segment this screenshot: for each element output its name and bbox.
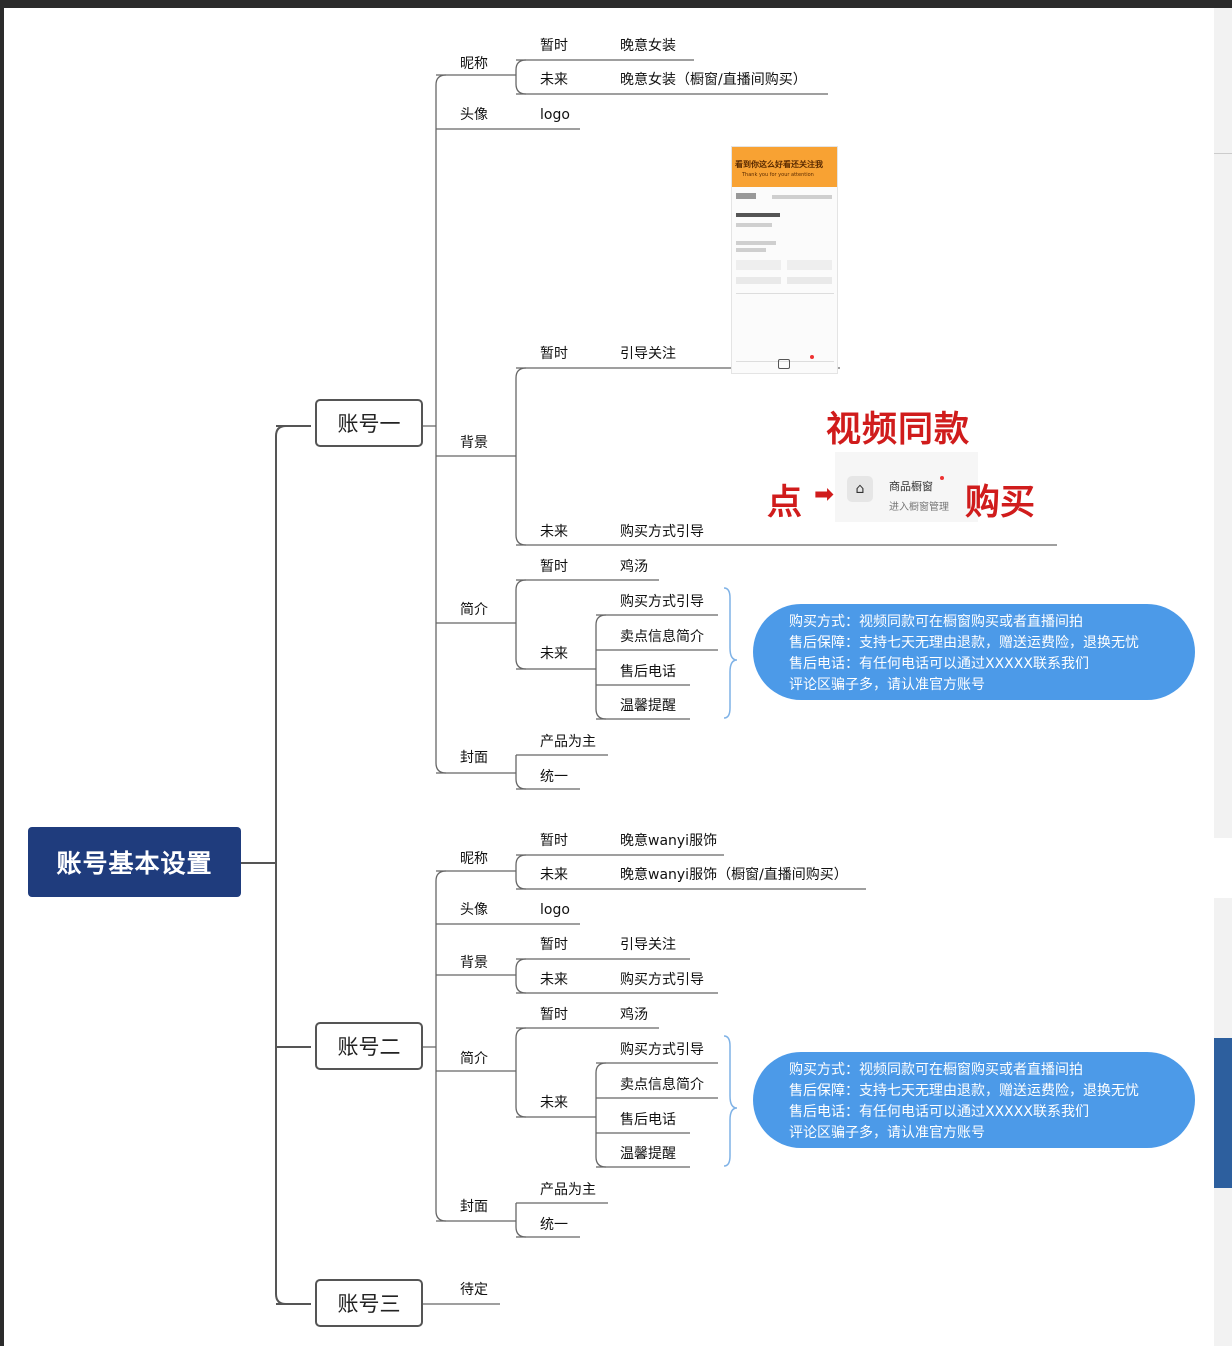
phone-banner: 看到你这么好看还关注我 Thank you for your attention	[732, 147, 837, 187]
a1-cover-label[interactable]: 封面	[460, 750, 488, 766]
a2-bg-future-label[interactable]: 未来	[540, 972, 568, 988]
phone-banner-subtext: Thank you for your attention	[742, 172, 814, 178]
a2-bg-future-value[interactable]: 购买方式引导	[620, 972, 704, 988]
a1-cover-item[interactable]: 产品为主	[540, 734, 596, 750]
profile-screenshot-image: 看到你这么好看还关注我 Thank you for your attention	[731, 146, 838, 374]
a1-bg-now-label[interactable]: 暂时	[540, 346, 568, 362]
a1-cover-item[interactable]: 统一	[540, 769, 568, 785]
right-arrow-icon: ➡	[814, 480, 835, 508]
a2-cover-label[interactable]: 封面	[460, 1199, 488, 1215]
a1-bg-future-value[interactable]: 购买方式引导	[620, 524, 704, 540]
a2-intro-item[interactable]: 售后电话	[620, 1112, 676, 1128]
a1-avatar-value[interactable]: logo	[540, 107, 570, 123]
a1-intro-label[interactable]: 简介	[460, 602, 488, 618]
note-line: 售后保障：支持七天无理由退款，赠送运费险，退换无忧	[789, 1083, 1139, 1099]
video-same-headline: 视频同款	[826, 410, 971, 450]
a2-avatar-value[interactable]: logo	[540, 902, 570, 918]
phone-banner-text: 看到你这么好看还关注我	[735, 160, 823, 169]
note-line: 售后电话：有任何电话可以通过XXXXX联系我们	[789, 656, 1089, 672]
a1-nick-future-value[interactable]: 晚意女装（橱窗/直播间购买）	[620, 72, 807, 88]
buy-text: 购买	[965, 483, 1036, 523]
a2-background-label[interactable]: 背景	[460, 955, 488, 971]
a2-cover-item[interactable]: 统一	[540, 1217, 568, 1233]
note-line: 评论区骗子多，请认准官方账号	[789, 1125, 985, 1141]
a2-intro-item[interactable]: 卖点信息简介	[620, 1077, 704, 1093]
shop-window-subtitle: 进入橱窗管理	[889, 502, 949, 513]
a1-nick-now-label[interactable]: 暂时	[540, 38, 568, 54]
note-line: 评论区骗子多，请认准官方账号	[789, 677, 985, 693]
a2-intro-now-label[interactable]: 暂时	[540, 1007, 568, 1023]
a1-intro-item[interactable]: 售后电话	[620, 664, 676, 680]
note-line: 售后电话：有任何电话可以通过XXXXX联系我们	[789, 1104, 1089, 1120]
notification-dot-icon	[940, 476, 944, 480]
connector-lines	[241, 59, 1057, 1305]
a2-intro-future-label[interactable]: 未来	[540, 1095, 568, 1111]
note-line: 售后保障：支持七天无理由退款，赠送运费险，退换无忧	[789, 635, 1139, 651]
a1-intro-item[interactable]: 卖点信息简介	[620, 629, 704, 645]
a1-intro-future-label[interactable]: 未来	[540, 646, 568, 662]
a1-bg-future-label[interactable]: 未来	[540, 524, 568, 540]
a2-intro-label[interactable]: 简介	[460, 1051, 488, 1067]
click-text: 点	[767, 483, 803, 523]
a1-intro-now-value[interactable]: 鸡汤	[620, 559, 648, 575]
account-two-node[interactable]: 账号二	[315, 1022, 423, 1070]
a1-intro-note-callout: 购买方式：视频同款可在橱窗购买或者直播间拍 售后保障：支持七天无理由退款，赠送运…	[753, 604, 1195, 700]
shop-window-icon: ⌂	[847, 476, 873, 502]
a1-nickname-label[interactable]: 昵称	[460, 56, 488, 72]
note-line: 购买方式：视频同款可在橱窗购买或者直播间拍	[789, 1062, 1083, 1078]
mindmap-canvas: 账号基本设置 账号一 账号二 账号三 昵称 暂时 晚意女装 未来 晚意女装（橱窗…	[4, 8, 1214, 1346]
note-line: 购买方式：视频同款可在橱窗购买或者直播间拍	[789, 614, 1083, 630]
a2-avatar-label[interactable]: 头像	[460, 902, 488, 918]
account-one-node[interactable]: 账号一	[315, 399, 423, 447]
a1-background-label[interactable]: 背景	[460, 435, 488, 451]
a2-nickname-label[interactable]: 昵称	[460, 851, 488, 867]
a2-nick-future-value[interactable]: 晚意wanyi服饰（橱窗/直播间购买）	[620, 867, 848, 883]
shop-window-card: ⌂ 商品橱窗 进入橱窗管理	[835, 452, 978, 522]
account-three-node[interactable]: 账号三	[315, 1279, 423, 1327]
a3-pending-label[interactable]: 待定	[460, 1282, 488, 1298]
a2-intro-note-callout: 购买方式：视频同款可在橱窗购买或者直播间拍 售后保障：支持七天无理由退款，赠送运…	[753, 1052, 1195, 1148]
root-topic[interactable]: 账号基本设置	[28, 827, 241, 897]
a2-intro-now-value[interactable]: 鸡汤	[620, 1007, 648, 1023]
a2-intro-item[interactable]: 温馨提醒	[620, 1146, 676, 1162]
a1-nick-future-label[interactable]: 未来	[540, 72, 568, 88]
background-window-edge	[1214, 8, 1232, 1346]
a1-nick-now-value[interactable]: 晚意女装	[620, 38, 676, 54]
a1-intro-item[interactable]: 温馨提醒	[620, 698, 676, 714]
a2-bg-now-value[interactable]: 引导关注	[620, 937, 676, 953]
a2-bg-now-label[interactable]: 暂时	[540, 937, 568, 953]
a1-bg-now-value[interactable]: 引导关注	[620, 346, 676, 362]
shop-window-title: 商品橱窗	[889, 480, 933, 493]
a1-avatar-label[interactable]: 头像	[460, 107, 488, 123]
a1-intro-item[interactable]: 购买方式引导	[620, 594, 704, 610]
a1-intro-now-label[interactable]: 暂时	[540, 559, 568, 575]
a2-nick-future-label[interactable]: 未来	[540, 867, 568, 883]
a2-nick-now-label[interactable]: 暂时	[540, 833, 568, 849]
a2-intro-item[interactable]: 购买方式引导	[620, 1042, 704, 1058]
a2-nick-now-value[interactable]: 晚意wanyi服饰	[620, 833, 718, 849]
a2-cover-item[interactable]: 产品为主	[540, 1182, 596, 1198]
